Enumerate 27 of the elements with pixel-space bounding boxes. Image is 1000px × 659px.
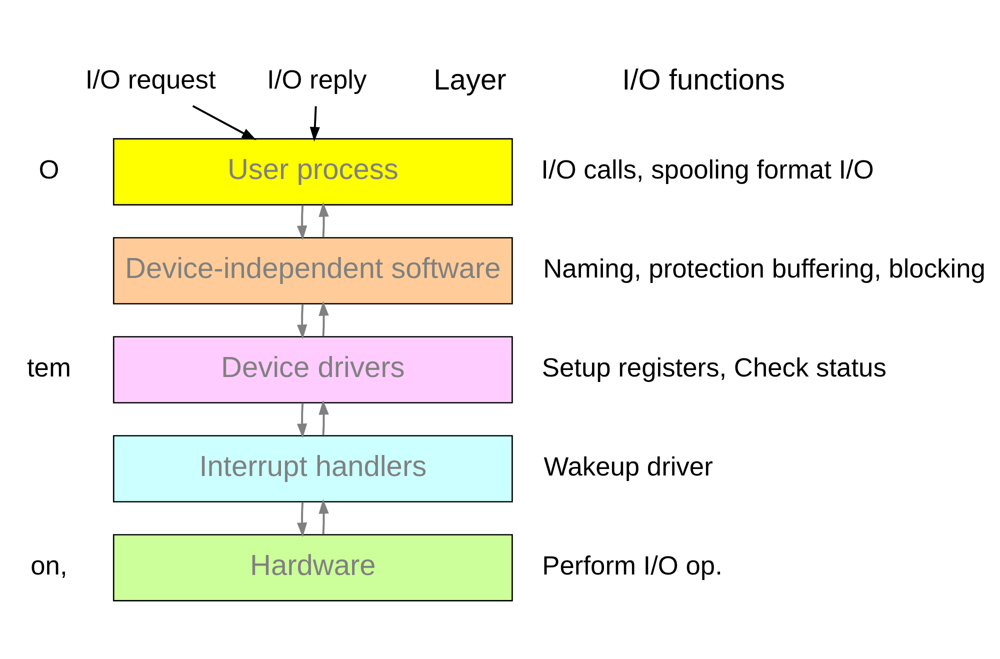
label: on, bbox=[30, 550, 68, 580]
node-box: Interrupt handlers bbox=[112, 435, 513, 502]
arrow bbox=[318, 202, 329, 238]
node-label: Setup registers, Check status bbox=[542, 352, 886, 382]
arrow bbox=[318, 301, 329, 336]
node-label: Wakeup driver bbox=[544, 451, 713, 482]
label: I/O functions bbox=[622, 64, 786, 96]
arrow bbox=[310, 106, 320, 142]
arrow bbox=[296, 502, 308, 538]
node-text: I/O request bbox=[85, 64, 216, 95]
arrow bbox=[296, 304, 308, 340]
node-label: Perform I/O op. bbox=[542, 550, 722, 580]
label: O bbox=[38, 154, 60, 184]
label: Layer bbox=[434, 64, 506, 96]
arrow bbox=[318, 499, 329, 534]
node-box: User process bbox=[112, 138, 513, 206]
node-text: I/O reply bbox=[267, 64, 367, 95]
arrow bbox=[296, 403, 308, 438]
arrow bbox=[318, 400, 329, 436]
node-box: Hardware bbox=[112, 534, 513, 602]
arrow bbox=[296, 205, 308, 240]
arrow bbox=[192, 105, 256, 140]
node-label: I/O calls, spooling format I/O bbox=[541, 154, 874, 184]
node-box: Device-independent software bbox=[112, 237, 513, 304]
node-label: Naming, protection buffering, blocking bbox=[543, 253, 986, 284]
node-box: Device drivers bbox=[112, 336, 513, 404]
label: tem bbox=[26, 352, 71, 382]
